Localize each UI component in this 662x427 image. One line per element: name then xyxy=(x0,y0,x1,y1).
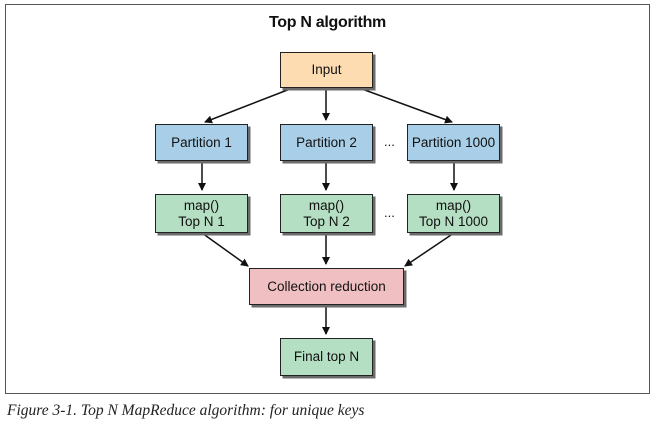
partition-2-label: Partition 2 xyxy=(296,134,357,150)
map-1-node: map() Top N 1 xyxy=(155,194,248,233)
figure-caption: Figure 3-1. Top N MapReduce algorithm: f… xyxy=(7,402,365,419)
map-1000-line2: Top N 1000 xyxy=(418,213,489,229)
map-ellipsis: ... xyxy=(384,205,395,220)
map-2-line1: map() xyxy=(308,197,345,213)
collection-reduction-node: Collection reduction xyxy=(249,268,404,305)
collection-reduction-label: Collection reduction xyxy=(267,278,386,294)
input-node: Input xyxy=(280,52,373,88)
map-1000-node: map() Top N 1000 xyxy=(407,194,500,233)
map-2-node: map() Top N 2 xyxy=(280,194,373,233)
partition-1000-label: Partition 1000 xyxy=(411,134,496,150)
map-1-line1: map() xyxy=(183,197,220,213)
partition-1-node: Partition 1 xyxy=(155,124,248,161)
map-1000-line1: map() xyxy=(435,197,472,213)
partition-2-node: Partition 2 xyxy=(280,124,373,161)
partition-ellipsis: ... xyxy=(384,134,395,149)
final-top-n-node: Final top N xyxy=(280,338,373,376)
input-node-label: Input xyxy=(311,62,342,78)
map-1-line2: Top N 1 xyxy=(178,213,225,229)
partition-1-label: Partition 1 xyxy=(171,134,232,150)
map-2-line2: Top N 2 xyxy=(303,213,350,229)
diagram-title: Top N algorithm xyxy=(269,14,386,31)
final-top-n-label: Final top N xyxy=(293,349,360,365)
partition-1000-node: Partition 1000 xyxy=(407,124,500,161)
